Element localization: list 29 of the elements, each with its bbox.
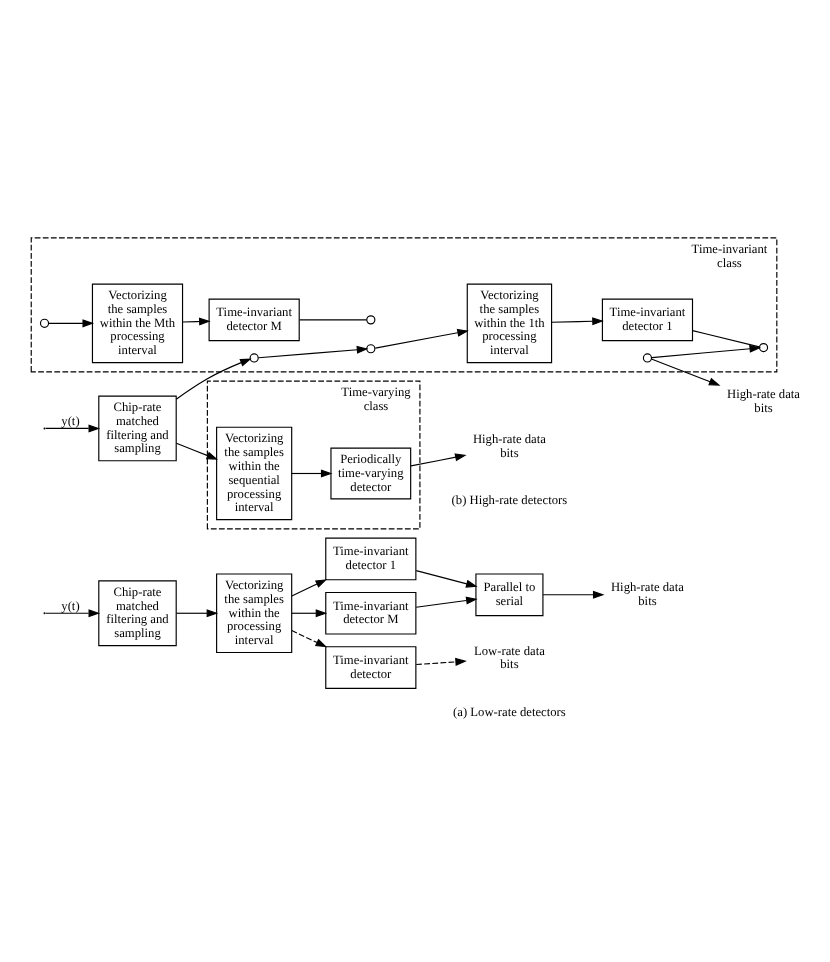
arrow — [542, 590, 605, 599]
arrow — [258, 345, 369, 359]
node-circle — [366, 344, 376, 354]
arrow — [415, 570, 478, 588]
arrow — [291, 630, 328, 648]
arrow — [175, 609, 219, 618]
arrow — [410, 453, 467, 467]
arrow — [650, 358, 721, 386]
node-circle — [642, 353, 653, 363]
arrow — [415, 657, 467, 666]
arrow — [291, 579, 328, 597]
arrow — [48, 319, 95, 328]
arrow — [291, 469, 333, 478]
arrow — [374, 328, 469, 349]
connector — [692, 330, 760, 348]
arrow — [175, 442, 219, 460]
arrow — [45, 424, 101, 433]
arrow — [415, 596, 478, 608]
node-circle — [758, 342, 769, 353]
arrow — [291, 609, 328, 618]
node-circle — [249, 353, 259, 363]
arrow — [551, 317, 604, 326]
arrow — [175, 358, 252, 400]
connector — [298, 319, 368, 321]
arrow — [45, 609, 101, 618]
node-circle — [39, 318, 50, 328]
arrow — [182, 317, 211, 326]
arrow — [651, 344, 762, 359]
node-circle — [366, 315, 376, 325]
